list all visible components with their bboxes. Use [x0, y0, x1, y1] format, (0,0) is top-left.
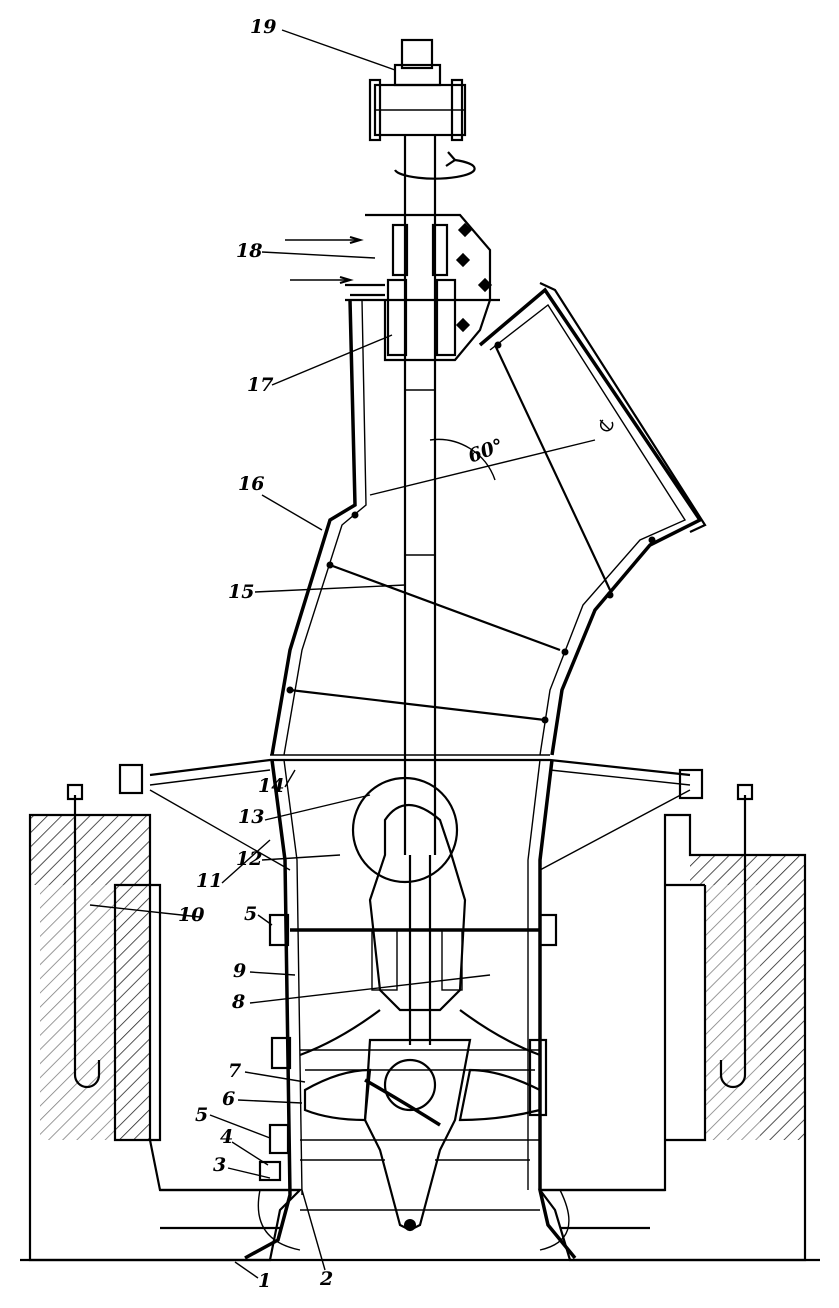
callout-5-lower: 5: [195, 1104, 209, 1126]
callout-2: 2: [320, 1268, 334, 1290]
stuffing-box: [285, 213, 493, 362]
callout-11: 11: [196, 870, 223, 892]
callout-3: 3: [213, 1154, 227, 1176]
impeller: [300, 1038, 542, 1232]
column-pipe: [244, 759, 577, 1260]
callout-7: 7: [228, 1060, 242, 1082]
callout-10: 10: [178, 904, 205, 926]
leader-lines: [89, 29, 491, 1279]
callout-1: 1: [258, 1270, 272, 1292]
callout-19: 19: [250, 16, 277, 38]
pump-shaft: [403, 135, 437, 1045]
callout-15: 15: [228, 581, 255, 603]
callout-17: 17: [247, 374, 274, 396]
callout-5-upper: 5: [244, 903, 258, 925]
callout-4: 4: [220, 1126, 234, 1148]
shaft-coupling: [368, 38, 476, 180]
callout-14: 14: [258, 775, 285, 797]
concrete-foundation: [20, 813, 820, 1262]
callout-16: 16: [238, 473, 265, 495]
callout-6: 6: [222, 1088, 236, 1110]
callout-12: 12: [236, 848, 263, 870]
callout-9: 9: [233, 960, 247, 982]
callout-13: 13: [238, 806, 265, 828]
discharge-elbow: [270, 282, 707, 756]
callout-8: 8: [232, 991, 246, 1013]
support-plate: [149, 754, 691, 871]
bearing-housing: [299, 776, 541, 1141]
callout-18: 18: [236, 240, 263, 262]
